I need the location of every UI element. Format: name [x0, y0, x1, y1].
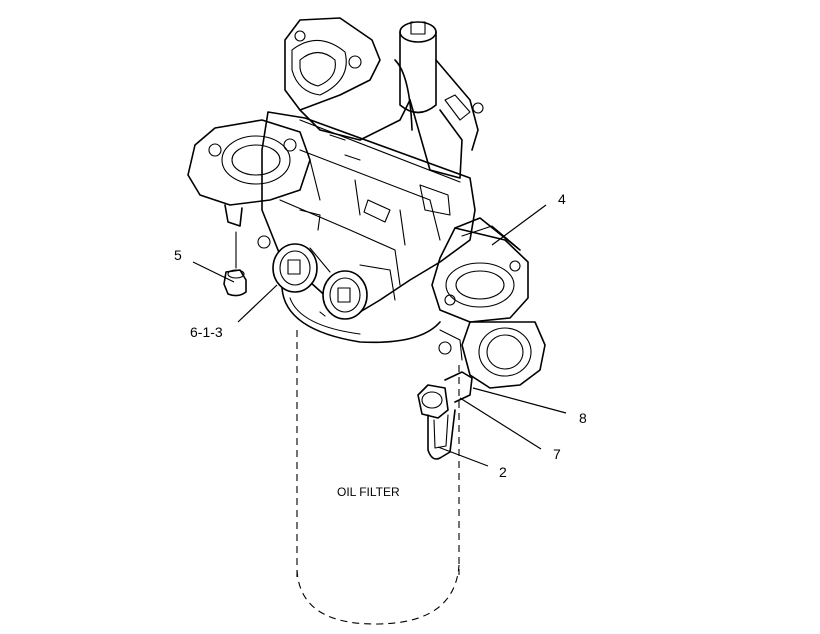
callout-4: 4 — [558, 191, 566, 207]
left-flange — [187, 119, 311, 227]
filter-housing — [261, 111, 476, 313]
leader-lines — [192, 204, 567, 467]
oil-filter-canister — [296, 330, 460, 625]
drain-plug — [223, 231, 271, 297]
port-plugs — [272, 243, 368, 320]
right-flange — [431, 217, 529, 323]
callout-6-1-3: 6-1-3 — [190, 324, 223, 340]
callout-8: 8 — [579, 410, 587, 426]
callout-2: 2 — [499, 464, 507, 480]
lower-port — [438, 321, 546, 389]
oil-filter-caption: OIL FILTER — [337, 485, 400, 499]
callout-7: 7 — [553, 446, 561, 462]
callout-5: 5 — [174, 247, 182, 263]
filter-base-plate — [281, 287, 441, 344]
upper-elbow — [284, 17, 411, 141]
oil-tube — [394, 21, 484, 179]
pressure-sender — [417, 371, 473, 460]
